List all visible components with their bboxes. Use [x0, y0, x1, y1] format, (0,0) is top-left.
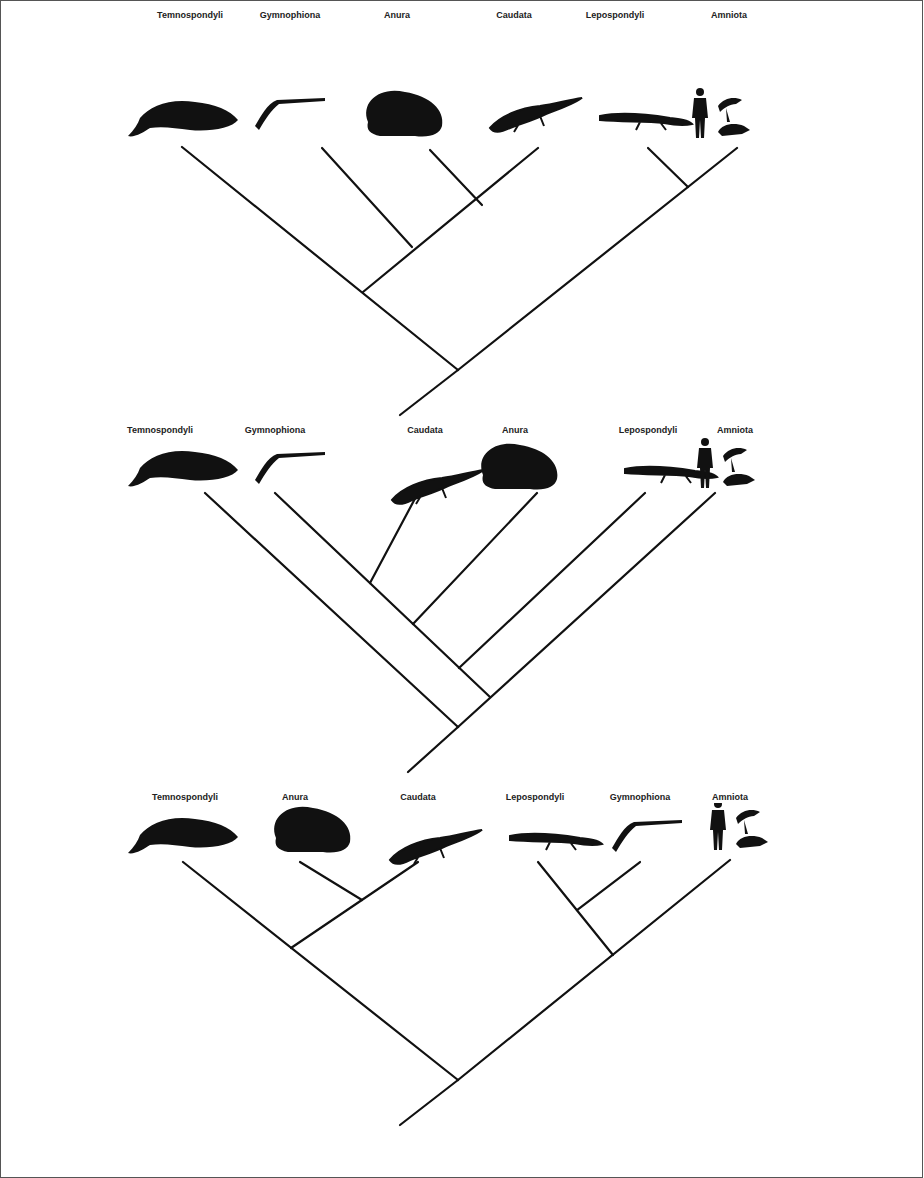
taxon-label: Temnospondyli — [126, 425, 194, 436]
taxon-label: Temnospondyli — [151, 792, 219, 803]
taxon-label: Amniota — [716, 425, 754, 436]
taxon-label: Caudata — [495, 10, 533, 21]
taxon-label: Caudata — [399, 792, 437, 803]
taxon-label: Amniota — [710, 10, 748, 21]
taxon-label: Anura — [501, 425, 529, 436]
taxon-label: Temnospondyli — [156, 10, 224, 21]
taxon-label: Anura — [383, 10, 411, 21]
taxon-label: Lepospondyli — [505, 792, 566, 803]
taxon-label: Lepospondyli — [585, 10, 646, 21]
taxon-label: Caudata — [406, 425, 444, 436]
taxon-label: Gymnophiona — [244, 425, 307, 436]
taxon-label: Anura — [281, 792, 309, 803]
taxon-label: Lepospondyli — [618, 425, 679, 436]
taxon-label: Gymnophiona — [609, 792, 672, 803]
taxon-label: Amniota — [711, 792, 749, 803]
taxon-label: Gymnophiona — [259, 10, 322, 21]
